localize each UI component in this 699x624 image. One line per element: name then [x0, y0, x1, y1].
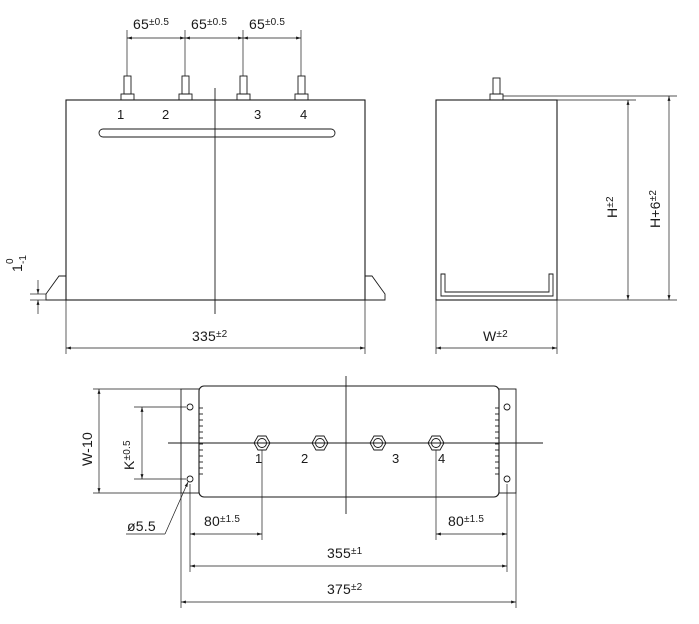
spacing-label-3: 65±0.5	[249, 16, 285, 32]
side-terminal	[492, 77, 501, 95]
front-terminal-label-1: 1	[117, 107, 124, 122]
edge-thickness-label: 1 0 -1	[5, 255, 29, 272]
mount-hole-top-right	[503, 403, 511, 411]
front-terminal-3	[236, 75, 251, 101]
mount-hole-top-left	[186, 403, 194, 411]
svg-text:0: 0	[5, 258, 16, 264]
front-terminal-1	[120, 75, 135, 101]
top-terminal-label-4: 4	[438, 451, 445, 466]
overall-length-label: 375±2	[327, 581, 363, 597]
svg-text:H±2: H±2	[604, 196, 620, 218]
svg-text:-1: -1	[18, 255, 29, 264]
top-terminal-label-2: 2	[301, 451, 308, 466]
front-right-foot	[365, 275, 386, 301]
hole-diameter-leader	[164, 481, 189, 535]
front-terminal-4	[294, 75, 309, 101]
total-height-label: H+6±2	[647, 190, 663, 228]
front-view: 1 2 3 4 65±0.5 65±0.5 65±0.5 335±2 1 0 -…	[5, 16, 386, 354]
spacing-label-1: 65±0.5	[133, 16, 169, 32]
top-terminal-2	[311, 435, 329, 451]
top-terminal-1	[253, 435, 271, 451]
k-label: K±0.5	[121, 440, 137, 470]
right-offset-label: 80±1.5	[448, 513, 484, 529]
side-bracket	[440, 273, 554, 297]
length-label: 335±2	[192, 328, 228, 344]
front-slot	[98, 128, 336, 138]
front-terminal-2	[178, 75, 193, 101]
top-view-body	[198, 385, 500, 498]
side-view: W±2 H±2 H+6±2	[435, 77, 677, 354]
svg-text:1: 1	[9, 264, 25, 272]
front-terminal-label-3: 3	[254, 107, 261, 122]
left-hatch	[199, 407, 203, 475]
svg-text:K±0.5: K±0.5	[121, 440, 137, 470]
top-terminal-3	[369, 435, 387, 451]
mount-hole-bottom-left	[186, 475, 194, 483]
front-terminal-label-2: 2	[162, 107, 169, 122]
svg-text:H+6±2: H+6±2	[647, 190, 663, 228]
svg-text:W-10: W-10	[79, 432, 95, 466]
side-width-label: W±2	[483, 328, 508, 344]
hole-diameter-label: ø5.5	[127, 518, 156, 534]
top-terminal-4	[427, 435, 445, 451]
hole-spacing-label: 355±1	[327, 545, 363, 561]
mount-width-label: W-10	[79, 432, 95, 466]
mount-hole-bottom-right	[503, 475, 511, 483]
side-view-body	[435, 99, 558, 301]
front-left-foot	[45, 275, 66, 301]
front-view-body	[65, 99, 366, 301]
front-terminal-label-4: 4	[300, 107, 307, 122]
spacing-label-2: 65±0.5	[191, 16, 227, 32]
top-terminal-label-3: 3	[392, 451, 399, 466]
top-terminal-label-1: 1	[255, 451, 262, 466]
top-view: 1 2 3 4 W-10 K±0.5 ø5.5 80±1.5 80±1.5	[79, 376, 543, 608]
right-hatch	[495, 407, 499, 475]
left-offset-label: 80±1.5	[204, 513, 240, 529]
height-label: H±2	[604, 196, 620, 218]
